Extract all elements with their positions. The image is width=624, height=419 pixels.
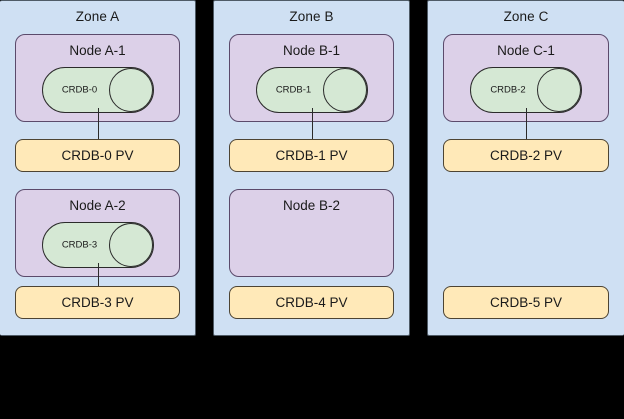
connector-node-b-1-to-crdb-1-pv bbox=[311, 108, 313, 139]
node-b-2[interactable]: Node B-2 bbox=[229, 189, 394, 277]
node-b-1-title: Node B-1 bbox=[282, 43, 341, 58]
pv-crdb-4-label: CRDB-4 PV bbox=[275, 295, 348, 310]
zone-b: Zone B Node B-1 CRDB-1 CRDB-1 PV Node B-… bbox=[213, 0, 410, 336]
connector-node-a-1-to-crdb-0-pv bbox=[97, 108, 99, 139]
cylinder-cap bbox=[322, 68, 367, 112]
database-cylinder-crdb-2[interactable]: CRDB-2 bbox=[470, 67, 582, 113]
node-a-2-title: Node A-2 bbox=[69, 198, 126, 213]
pv-crdb-3[interactable]: CRDB-3 PV bbox=[15, 286, 180, 319]
cylinder-cap bbox=[108, 223, 153, 267]
pv-crdb-2-label: CRDB-2 PV bbox=[489, 148, 562, 163]
node-b-1[interactable]: Node B-1 CRDB-1 bbox=[229, 34, 394, 122]
pv-crdb-1-label: CRDB-1 PV bbox=[275, 148, 348, 163]
zone-c: Zone C Node C-1 CRDB-2 CRDB-2 PV CRDB-5 … bbox=[427, 0, 624, 336]
database-cylinder-crdb-3[interactable]: CRDB-3 bbox=[41, 222, 154, 268]
database-label: CRDB-2 bbox=[490, 84, 526, 96]
zone-b-title: Zone B bbox=[289, 9, 334, 24]
database-label: CRDB-3 bbox=[61, 239, 98, 251]
database-label: CRDB-1 bbox=[275, 84, 312, 96]
node-a-2[interactable]: Node A-2 CRDB-3 bbox=[15, 189, 180, 277]
connector-node-c-1-to-crdb-2-pv bbox=[526, 108, 527, 139]
cylinder-cap bbox=[108, 68, 153, 112]
pv-crdb-2[interactable]: CRDB-2 PV bbox=[443, 139, 609, 172]
zone-a: Zone A Node A-1 CRDB-0 CRDB-0 PV Node A-… bbox=[0, 0, 196, 336]
pv-crdb-1[interactable]: CRDB-1 PV bbox=[229, 139, 394, 172]
pv-crdb-0[interactable]: CRDB-0 PV bbox=[15, 139, 180, 172]
cylinder-cap bbox=[537, 68, 581, 112]
pv-crdb-0-label: CRDB-0 PV bbox=[61, 148, 134, 163]
pv-crdb-5-label: CRDB-5 PV bbox=[489, 295, 562, 310]
zone-c-title: Zone C bbox=[503, 9, 549, 24]
database-label: CRDB-0 bbox=[61, 84, 98, 96]
node-c-1-title: Node C-1 bbox=[497, 43, 555, 58]
node-c-1[interactable]: Node C-1 CRDB-2 bbox=[443, 34, 609, 122]
database-cylinder-crdb-1[interactable]: CRDB-1 bbox=[255, 67, 368, 113]
node-b-2-title: Node B-2 bbox=[282, 198, 341, 213]
connector-node-a-2-to-crdb-3-pv bbox=[97, 263, 99, 294]
node-a-1[interactable]: Node A-1 CRDB-0 bbox=[15, 34, 180, 122]
database-cylinder-crdb-0[interactable]: CRDB-0 bbox=[41, 67, 154, 113]
pv-crdb-4[interactable]: CRDB-4 PV bbox=[229, 286, 394, 319]
zone-a-title: Zone A bbox=[75, 9, 120, 24]
pv-crdb-5[interactable]: CRDB-5 PV bbox=[443, 286, 609, 319]
node-a-1-title: Node A-1 bbox=[69, 43, 126, 58]
pv-crdb-3-label: CRDB-3 PV bbox=[61, 295, 134, 310]
